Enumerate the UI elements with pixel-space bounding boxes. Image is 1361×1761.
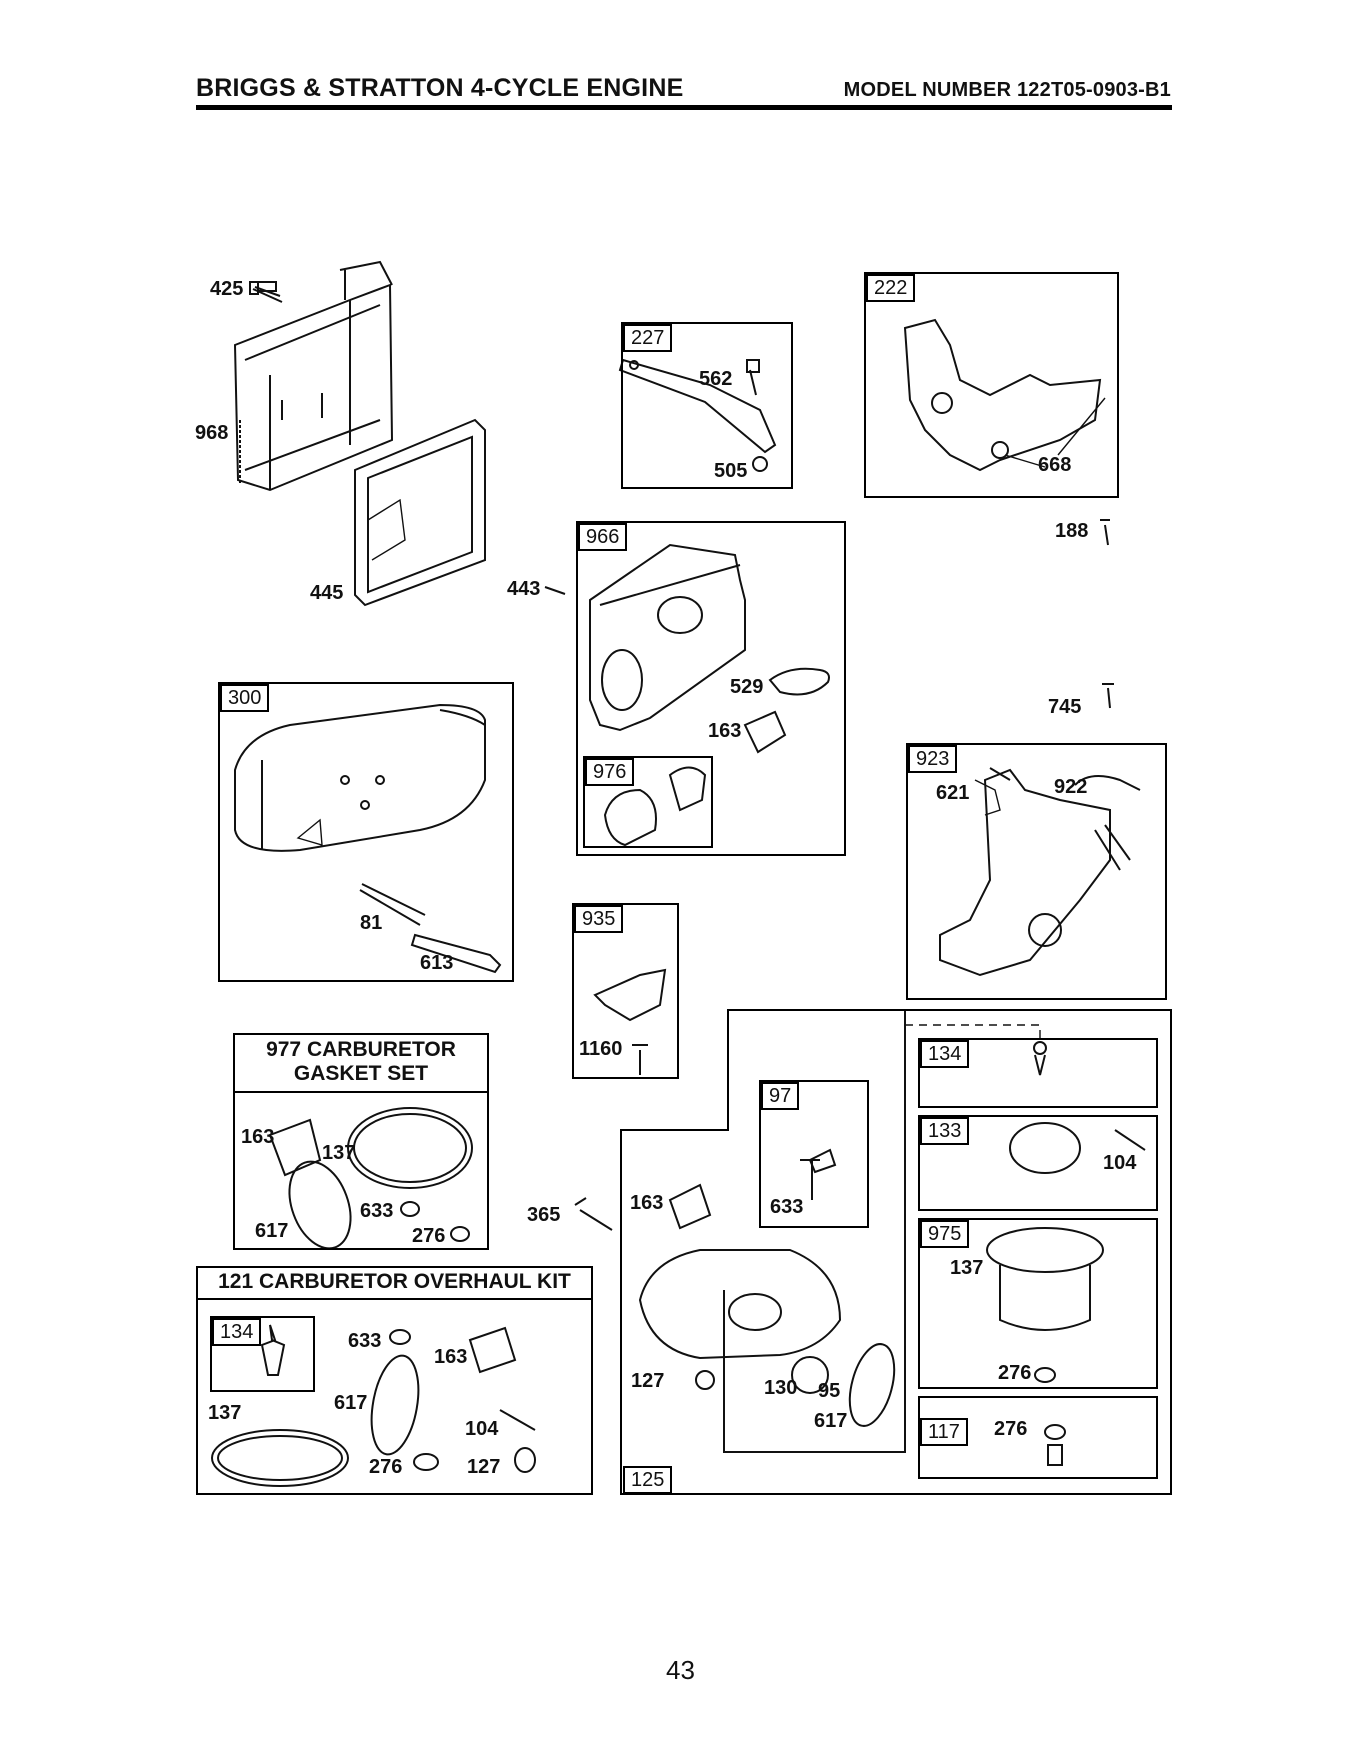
- overhaul-kit-title-box: [196, 1266, 593, 1300]
- group-label-117: 117: [920, 1418, 968, 1446]
- part-188: 188: [1055, 520, 1089, 542]
- part-95: 95: [818, 1380, 841, 1402]
- part-968: 968: [195, 422, 229, 444]
- gasket-set-title-line1: 977 CARBURETOR: [266, 1038, 456, 1061]
- screw-443-drawing: [544, 586, 566, 595]
- document-title: BRIGGS & STRATTON 4-CYCLE ENGINE: [196, 74, 684, 102]
- part-425: 425: [210, 278, 244, 300]
- group-label-935: 935: [574, 905, 624, 933]
- part-365: 365: [527, 1204, 561, 1226]
- screw-365-drawing: [574, 1197, 613, 1231]
- part-922: 922: [1054, 776, 1088, 798]
- group-box-976: [583, 756, 713, 848]
- part-745: 745: [1048, 696, 1082, 718]
- part-104-kit: 104: [465, 1418, 499, 1440]
- part-276-kit: 276: [369, 1456, 403, 1478]
- group-box-97: [759, 1080, 869, 1228]
- part-633-carb: 633: [770, 1196, 804, 1218]
- air-cleaner-base-drawing: [233, 260, 394, 492]
- part-617-kit: 617: [334, 1392, 368, 1414]
- page-number: 43: [666, 1655, 695, 1685]
- part-633-kit: 633: [348, 1330, 382, 1352]
- group-box-227: [621, 322, 793, 489]
- group-label-975: 975: [920, 1220, 970, 1248]
- group-box-966: [576, 521, 846, 856]
- group-label-125: 125: [623, 1466, 673, 1494]
- part-617-gasket-set: 617: [255, 1220, 289, 1242]
- part-163-gasket-set: 163: [241, 1126, 275, 1148]
- part-633-gasket-set: 633: [360, 1200, 394, 1222]
- part-137-gasket-set: 137: [322, 1142, 356, 1164]
- part-137-kit: 137: [208, 1402, 242, 1424]
- part-276-117: 276: [994, 1418, 1028, 1440]
- group-box-117: [918, 1396, 1158, 1479]
- part-104-float: 104: [1103, 1152, 1137, 1174]
- group-label-134-inner: 134: [920, 1040, 970, 1068]
- group-label-966: 966: [578, 523, 628, 551]
- group-box-975: [918, 1218, 1158, 1389]
- group-label-222: 222: [866, 274, 916, 302]
- part-443: 443: [507, 578, 541, 600]
- overhaul-kit-title: 121 CARBURETOR OVERHAUL KIT: [218, 1270, 571, 1293]
- part-163-housing: 163: [708, 720, 742, 742]
- group-label-227: 227: [623, 324, 673, 352]
- group-box-923: [906, 743, 1167, 1000]
- group-label-134-kit: 134: [212, 1318, 262, 1346]
- part-668: 668: [1038, 454, 1072, 476]
- group-box-300: [218, 682, 514, 982]
- gasket-set-title-box: [233, 1033, 489, 1093]
- part-81: 81: [360, 912, 383, 934]
- group-label-97: 97: [761, 1082, 800, 1110]
- model-number: MODEL NUMBER 122T05-0903-B1: [843, 79, 1171, 101]
- group-box-134-inner: [918, 1038, 1158, 1108]
- screw-188-drawing: [1100, 519, 1110, 546]
- group-label-133: 133: [920, 1117, 970, 1145]
- part-276-bowl: 276: [998, 1362, 1032, 1384]
- group-label-976: 976: [585, 758, 635, 786]
- header-rule: [196, 105, 1172, 110]
- part-562: 562: [699, 368, 733, 390]
- part-621: 621: [936, 782, 970, 804]
- air-filter-drawing: [354, 418, 486, 607]
- part-505: 505: [714, 460, 748, 482]
- part-163-kit: 163: [434, 1346, 468, 1368]
- group-label-300: 300: [220, 684, 270, 712]
- part-130: 130: [764, 1377, 798, 1399]
- group-box-222: [864, 272, 1119, 498]
- group-box-133: [918, 1115, 1158, 1211]
- screw-425-drawing: [249, 281, 283, 303]
- part-137-bowl: 137: [950, 1257, 984, 1279]
- group-label-923: 923: [908, 745, 958, 773]
- part-529: 529: [730, 676, 764, 698]
- part-127-carb: 127: [631, 1370, 665, 1392]
- part-617-carb: 617: [814, 1410, 848, 1432]
- part-1160: 1160: [579, 1038, 623, 1060]
- part-613: 613: [420, 952, 454, 974]
- group-box-134-kit: [210, 1316, 315, 1392]
- part-276-gasket-set: 276: [412, 1225, 446, 1247]
- part-127-kit: 127: [467, 1456, 501, 1478]
- part-163-carb: 163: [630, 1192, 664, 1214]
- gasket-set-title-line2: GASKET SET: [293, 1062, 429, 1085]
- part-445: 445: [310, 582, 344, 604]
- screw-745-drawing: [1102, 683, 1114, 709]
